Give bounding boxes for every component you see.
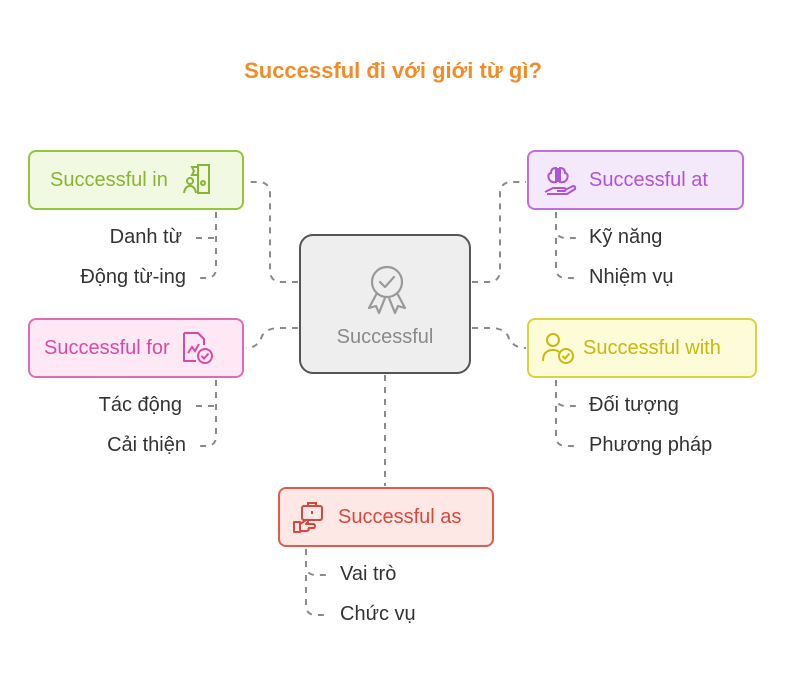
item-phuong-phap: Phương pháp: [589, 434, 713, 456]
item-ky-nang: Kỹ năng: [589, 226, 663, 248]
item-tac-dong: Tác động: [98, 394, 182, 416]
people-flag-icon: [182, 163, 212, 197]
connector-center-at: [472, 181, 526, 283]
connector-at-items: [555, 212, 576, 279]
branch-successful-with: Successful with: [527, 318, 757, 378]
branch-label: Successful in: [50, 168, 168, 191]
item-nhiem-vu: Nhiệm vụ: [589, 266, 674, 288]
branch-successful-at: Successful at: [527, 150, 744, 210]
connector-as-items: [305, 549, 326, 616]
item-doi-tuong: Đối tượng: [589, 394, 679, 416]
branch-successful-in: Successful in: [28, 150, 244, 210]
connector-center-with: [472, 327, 527, 349]
center-label: Successful: [336, 326, 434, 348]
item-danh-tu: Danh từ: [109, 226, 182, 248]
connector-for-items: [196, 380, 217, 447]
item-chuc-vu: Chức vụ: [340, 603, 416, 625]
briefcase-hand-icon: [292, 500, 326, 534]
item-vai-tro: Vai trò: [340, 563, 397, 585]
connector-center-for: [245, 327, 298, 349]
item-dong-tu-ing: Động từ-ing: [80, 266, 186, 288]
diagram-title: Successful đi với giới từ gì?: [244, 58, 542, 83]
connector-center-in: [246, 181, 298, 283]
item-cai-thien: Cải thiện: [107, 434, 186, 456]
branch-label: Successful at: [589, 168, 708, 191]
chart-document-icon: [180, 331, 214, 365]
branch-successful-as: Successful as: [278, 487, 494, 547]
branch-label: Successful as: [338, 505, 462, 528]
branch-label: Successful for: [44, 336, 170, 359]
user-check-icon: [541, 331, 575, 365]
connector-with-items: [555, 380, 576, 447]
center-node: Successful: [299, 234, 471, 374]
brain-hand-icon: [543, 164, 577, 196]
connector-in-items: [196, 212, 217, 279]
branch-successful-for: Successful for: [28, 318, 244, 378]
branch-label: Successful with: [583, 336, 721, 359]
award-badge-icon: [359, 260, 415, 321]
